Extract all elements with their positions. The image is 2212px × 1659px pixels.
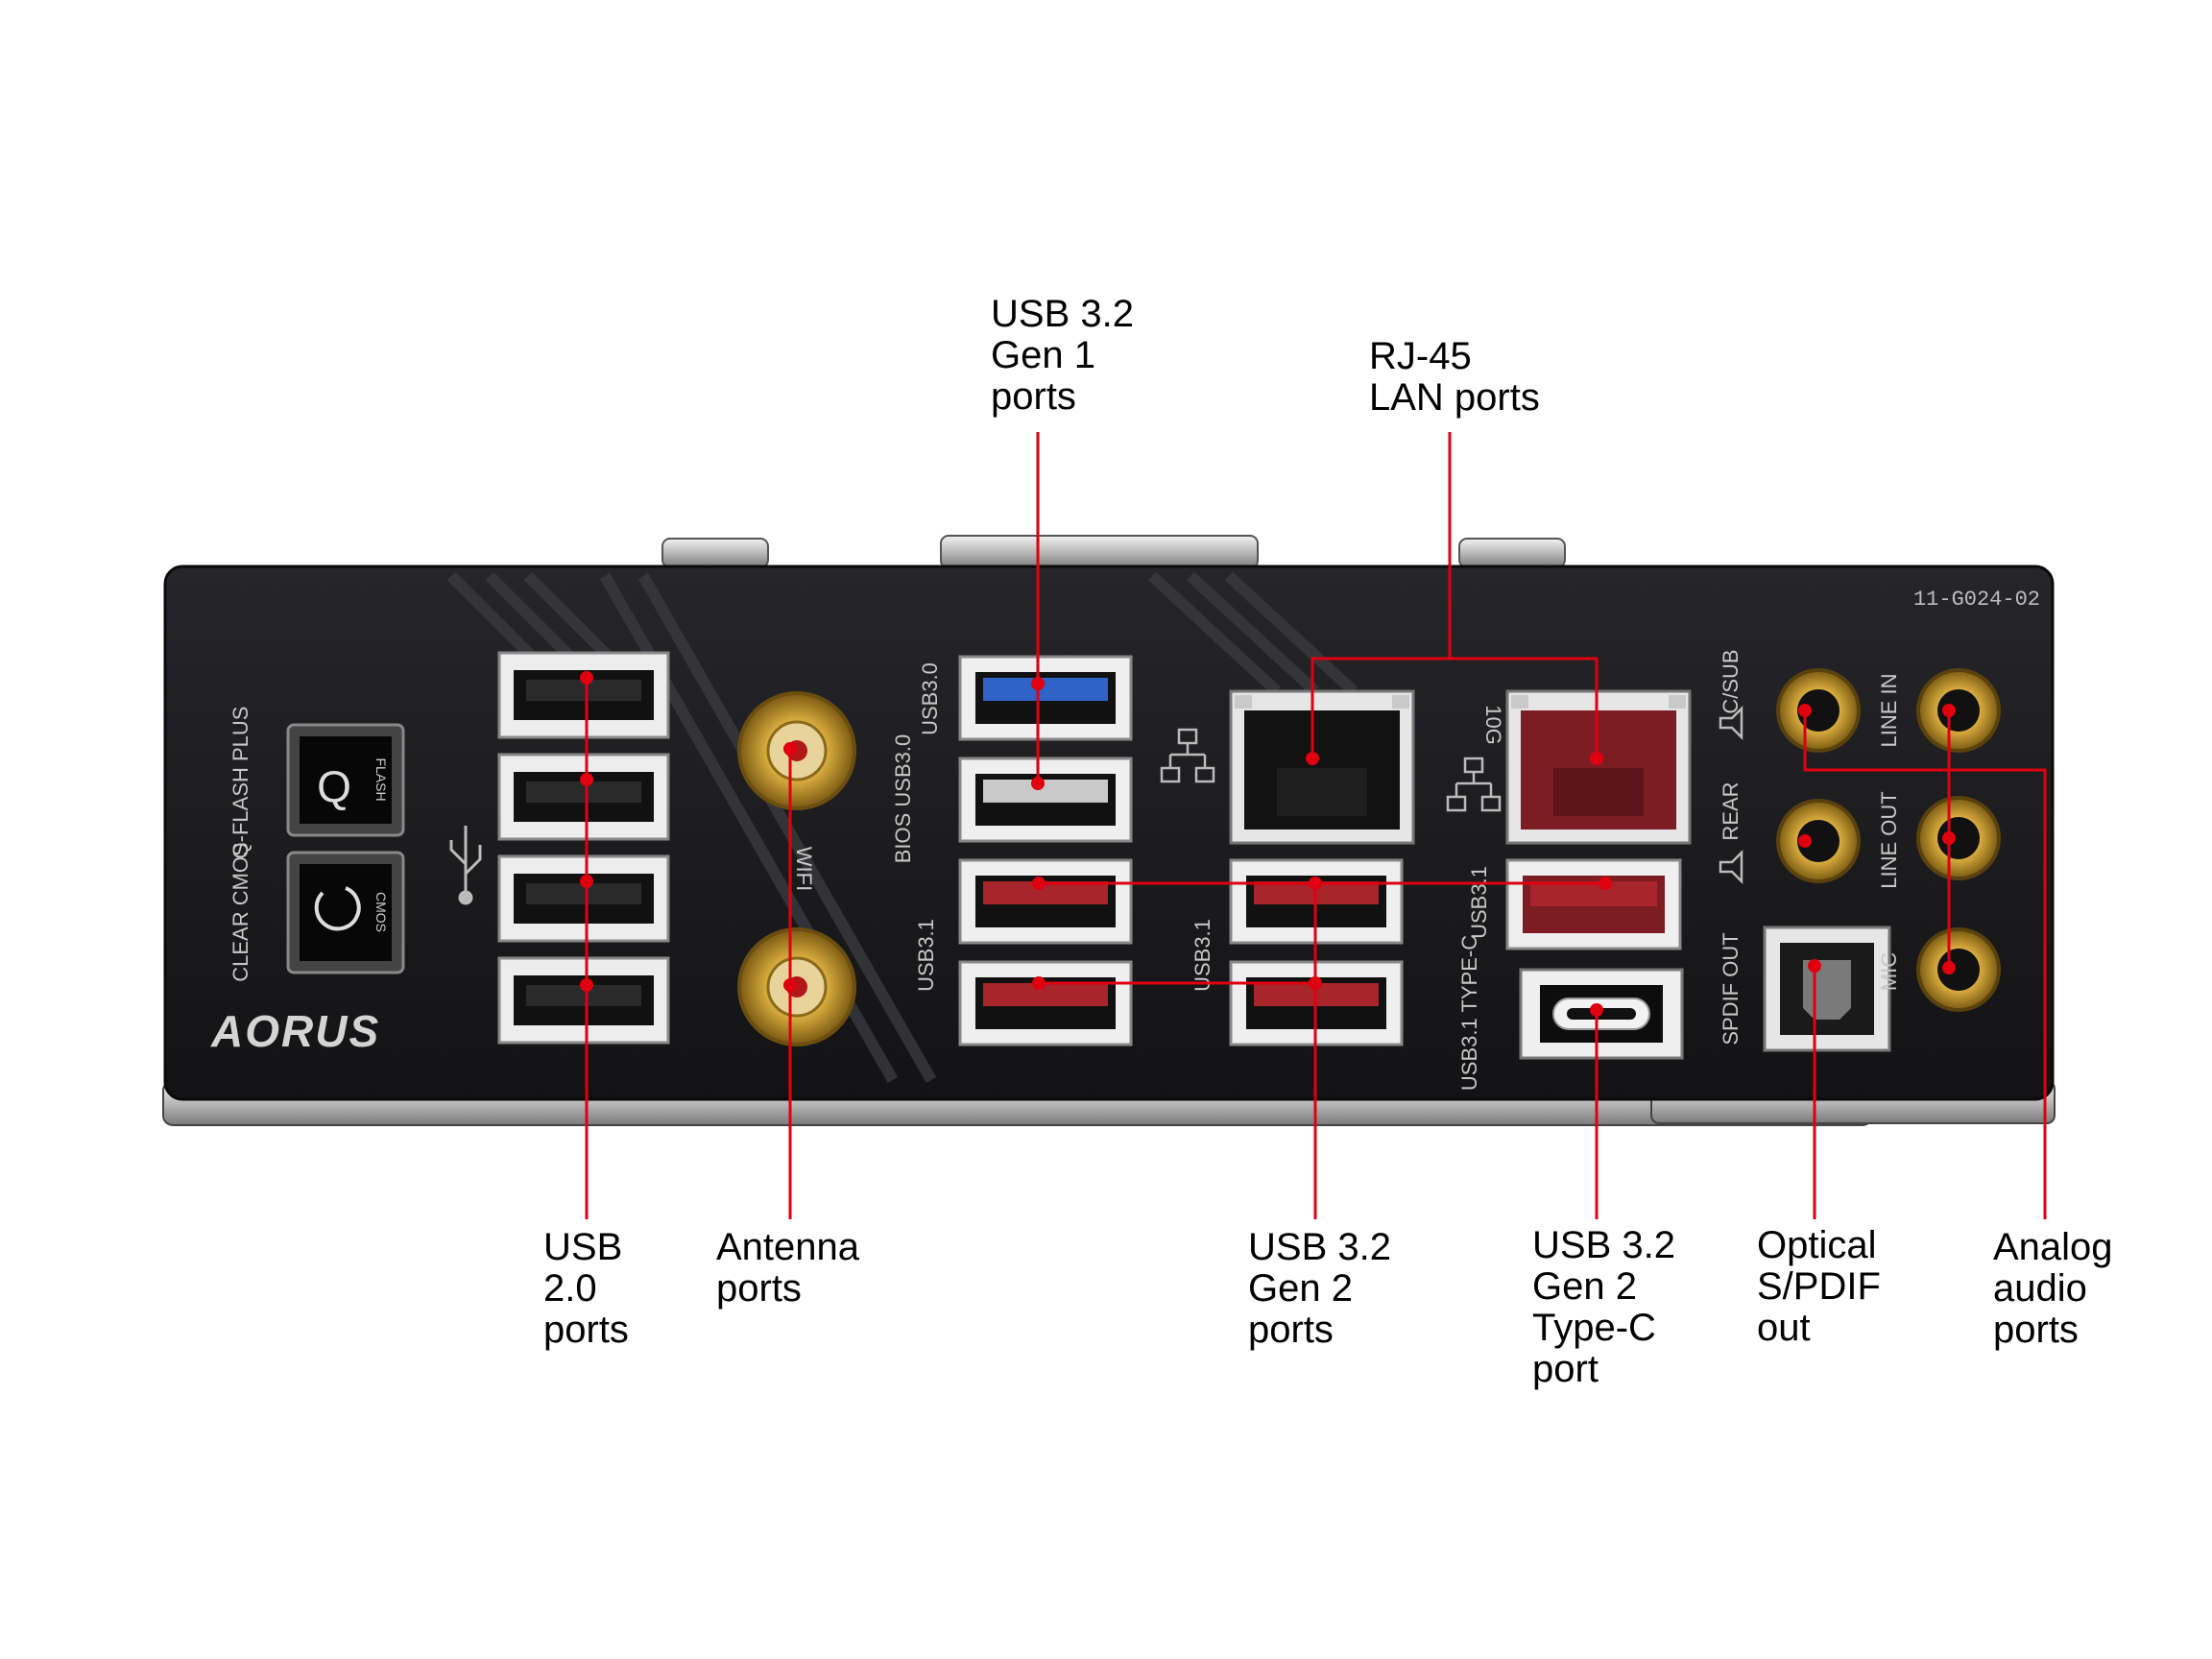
callout-typec: USB 3.2 Gen 2 Type-C port <box>1532 1224 1675 1390</box>
lan-10g-silkscreen: 10G <box>1481 705 1505 745</box>
usb31-left-silkscreen: USB3.1 <box>914 919 938 992</box>
audio-jack-line-in[interactable] <box>1916 668 2001 753</box>
part-number: 11-G024-02 <box>1913 588 2040 612</box>
mic-silkscreen: MIC <box>1877 952 1901 991</box>
line-out-silkscreen: LINE OUT <box>1877 791 1901 888</box>
usb20-port <box>497 854 670 943</box>
network-icon <box>1446 757 1502 812</box>
qflash-icon: Q <box>317 761 351 811</box>
refresh-icon <box>314 886 361 931</box>
usb30-silkscreen: USB3.0 <box>918 662 942 735</box>
rj45-lan-port-10g[interactable] <box>1505 689 1692 845</box>
qflash-plus-button[interactable]: Q FLASH <box>286 723 405 837</box>
usb32-gen2-port-stack-left[interactable] <box>958 858 1133 1046</box>
aorus-logo: AORUS <box>210 1006 380 1056</box>
wifi-antenna-connector[interactable] <box>737 927 856 1046</box>
callout-usb20: USB 2.0 ports <box>543 1226 629 1351</box>
qflash-silkscreen: Q-FLASH PLUS <box>228 707 252 859</box>
callout-usb32-gen1: USB 3.2 Gen 1 ports <box>991 293 1134 418</box>
spdif-silkscreen: SPDIF OUT <box>1719 932 1743 1045</box>
usb31-right-silkscreen: USB3.1 <box>1467 866 1491 939</box>
usb31-port-red <box>958 960 1133 1046</box>
top-mounting-tabs <box>661 535 1566 569</box>
callout-spdif: Optical S/PDIF out <box>1757 1224 1881 1349</box>
callout-usb32-gen2: USB 3.2 Gen 2 ports <box>1248 1226 1391 1351</box>
audio-jack-rear[interactable] <box>1776 799 1861 883</box>
cmos-button-label: CMOS <box>373 892 389 932</box>
csub-silkscreen: C/SUB <box>1719 649 1743 713</box>
usb-typec-port[interactable] <box>1519 968 1684 1060</box>
callout-antenna: Antenna ports <box>716 1226 860 1310</box>
speaker-icon <box>1719 705 1743 885</box>
audio-jack-csub[interactable] <box>1776 668 1861 753</box>
callout-dots <box>580 671 1956 1017</box>
clear-cmos-silkscreen: CLEAR CMOS <box>228 842 252 981</box>
usb20-port <box>497 753 670 841</box>
rear-silkscreen: REAR <box>1719 781 1743 840</box>
qflash-button-label: FLASH <box>373 757 389 801</box>
callout-rj45: RJ-45 LAN ports <box>1369 335 1540 419</box>
usb-symbol-icon <box>449 826 482 905</box>
typec-silkscreen: USB3.1 TYPE-C <box>1457 935 1481 1091</box>
optical-spdif-port[interactable] <box>1763 926 1891 1052</box>
usb31-port-red-right[interactable] <box>1505 858 1682 950</box>
clear-cmos-button[interactable]: CMOS <box>286 851 405 974</box>
network-icon <box>1160 728 1215 783</box>
usb30-bios-port <box>958 757 1133 843</box>
audio-jack-mic[interactable] <box>1916 927 2001 1012</box>
usb31-port-red <box>958 858 1133 945</box>
bios-usb30-silkscreen: BIOS USB3.0 <box>891 734 915 864</box>
wifi-antenna-connector[interactable] <box>737 691 856 810</box>
usb20-port <box>497 956 670 1045</box>
wifi-silkscreen: WIFI <box>792 847 816 891</box>
audio-jack-line-out[interactable] <box>1916 796 2001 880</box>
usb20-port <box>497 651 670 739</box>
line-in-silkscreen: LINE IN <box>1877 673 1901 747</box>
rj45-lan-port-1[interactable] <box>1229 689 1415 845</box>
usb32-gen1-port-stack[interactable] <box>958 655 1133 843</box>
usb31-mid-silkscreen: USB3.1 <box>1190 919 1214 992</box>
callout-audio: Analog audio ports <box>1993 1226 2113 1351</box>
usb30-port-blue <box>958 655 1133 741</box>
